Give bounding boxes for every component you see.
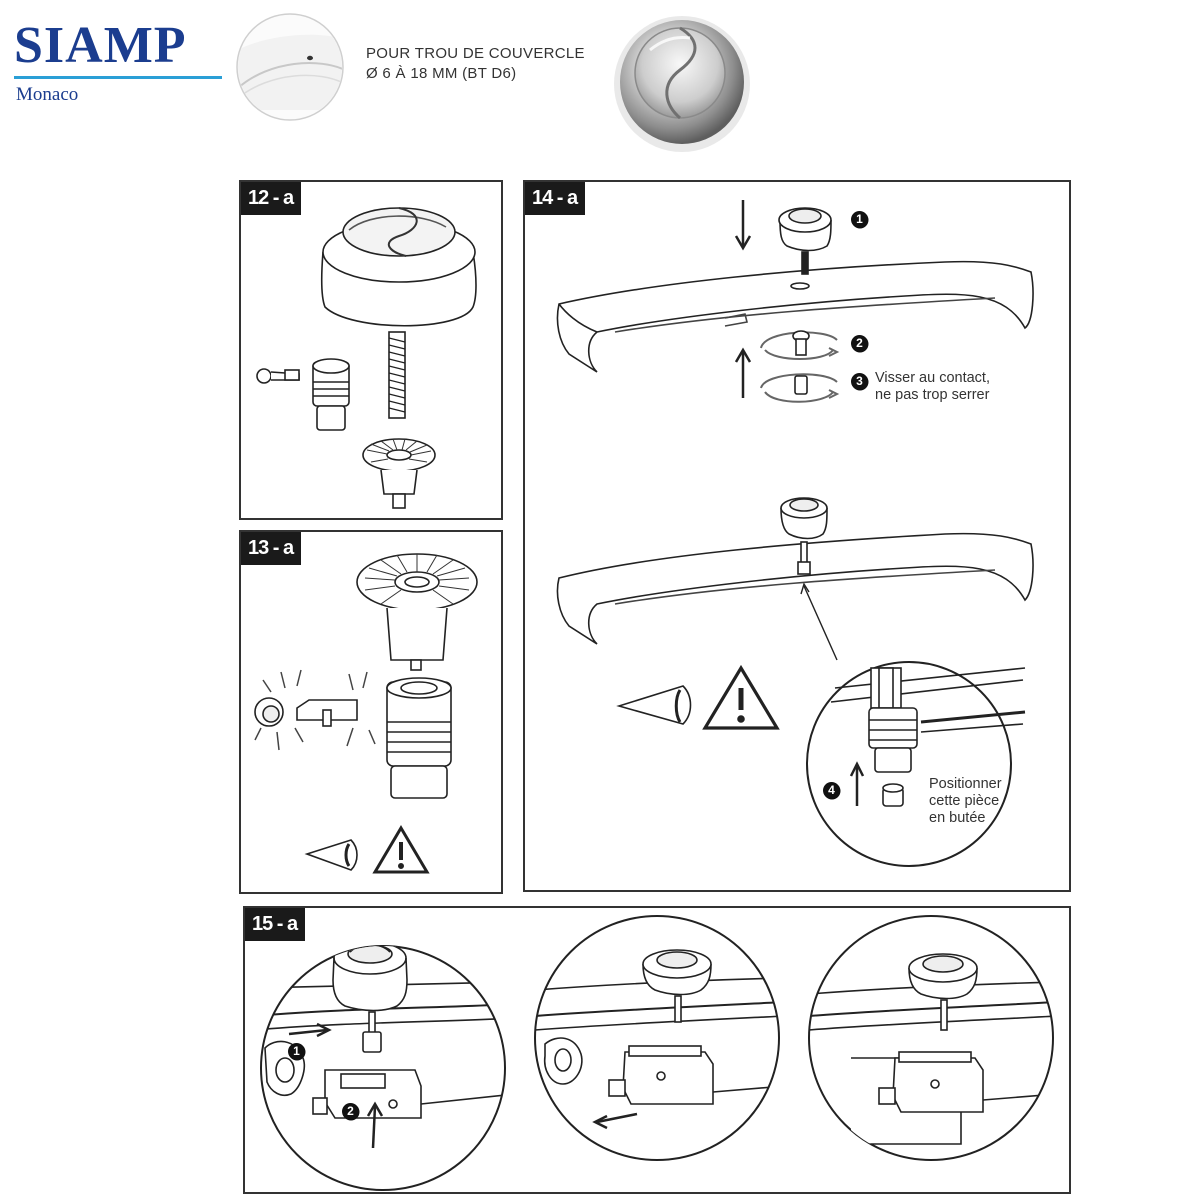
panel-14a: 14 - a xyxy=(523,180,1071,892)
step-4-note-line-1: Positionner xyxy=(929,776,1002,792)
panel-12a-illustration xyxy=(256,207,477,509)
step-3-note-line-2: ne pas trop serrer xyxy=(875,387,990,403)
step-4-note-line-3: en butée xyxy=(929,810,986,826)
panel-13a-label: 13 - a xyxy=(241,532,302,565)
step-4-note: Positionner cette pièce en butée xyxy=(929,776,1002,827)
brand-underline xyxy=(14,76,222,79)
step-4-note-line-2: cette pièce xyxy=(929,793,1000,809)
step-3-badge: 3 xyxy=(851,373,868,390)
step-3-note: Visser au contact, ne pas trop serrer xyxy=(875,370,990,404)
step-1-badge: 1 xyxy=(851,211,868,228)
header-line-1: POUR TROU DE COUVERCLE xyxy=(366,45,585,62)
panel-15a-label: 15 - a xyxy=(245,908,306,941)
panel-13a-illustration xyxy=(254,553,478,874)
step-2-badge: 2 xyxy=(851,335,868,352)
p15-step-2-badge: 2 xyxy=(342,1103,359,1120)
panel-12a-label: 12 - a xyxy=(241,182,302,215)
brand-subtitle: Monaco xyxy=(16,84,79,105)
brand-logo: SIAMP xyxy=(14,17,187,74)
panel-12a: 12 - a xyxy=(239,180,503,520)
p15-step-1-badge: 1 xyxy=(288,1043,305,1060)
header-instructions: POUR TROU DE COUVERCLE Ø 6 À 18 MM (BT D… xyxy=(366,44,585,84)
step-4-badge: 4 xyxy=(823,782,840,799)
panel-15a: 15 - a xyxy=(243,906,1071,1194)
header-line-2: Ø 6 À 18 MM (BT D6) xyxy=(366,65,517,82)
panel-13a: 13 - a xyxy=(239,530,503,894)
step-3-note-line-1: Visser au contact, xyxy=(875,370,990,386)
panel-14a-label: 14 - a xyxy=(525,182,586,215)
panel-15a-illustration xyxy=(260,915,1054,1191)
